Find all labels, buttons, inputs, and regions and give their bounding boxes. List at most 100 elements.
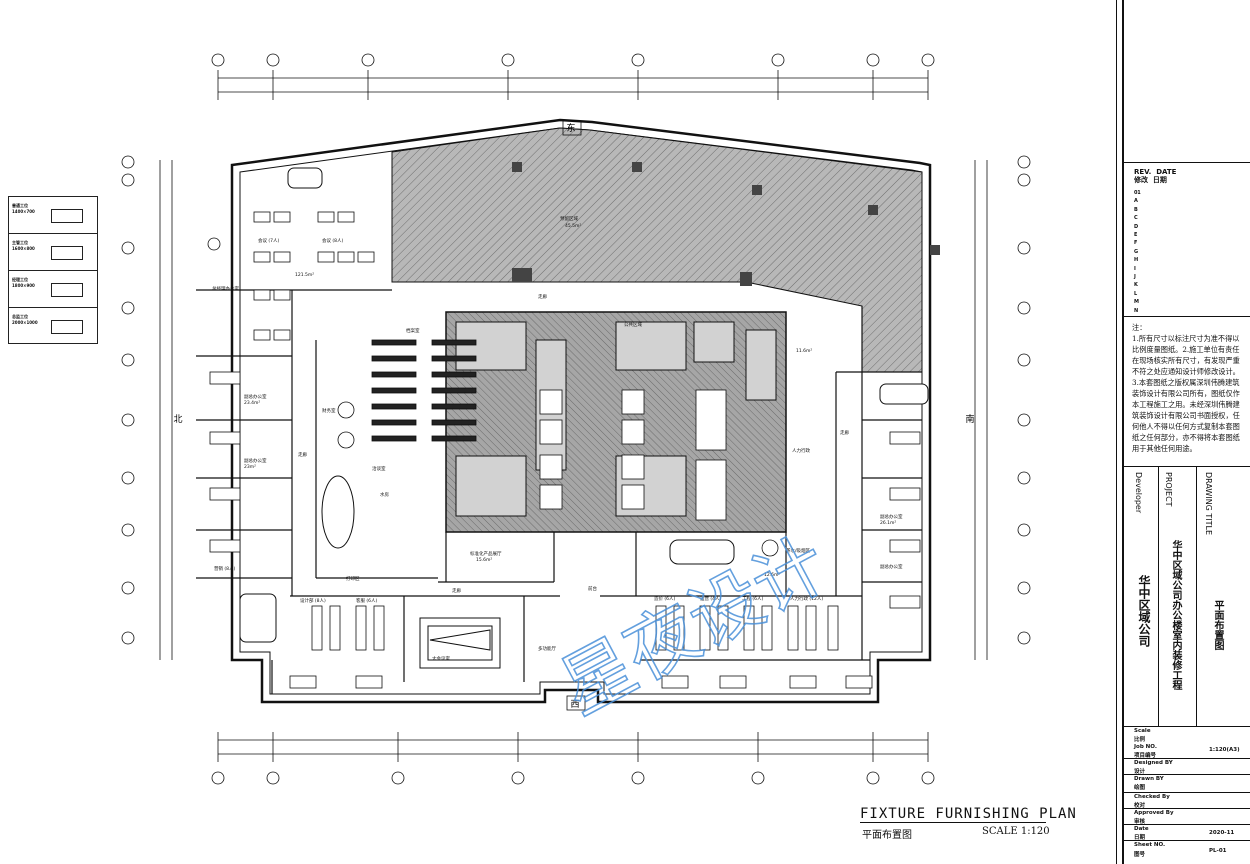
approved-cn: 审核 [1134, 819, 1146, 825]
designed-cn: 设计 [1134, 769, 1146, 775]
desk-icon [51, 283, 83, 297]
revision-row: N [1134, 307, 1138, 314]
revision-row: K [1134, 282, 1138, 289]
revision-row: C [1134, 215, 1138, 222]
desk-icon [51, 209, 83, 223]
sheet-value: PL-01 [1209, 848, 1227, 854]
date-cn: 日期 [1134, 835, 1146, 841]
scale-label: Scale [1134, 728, 1151, 734]
date-label: Date [1134, 826, 1149, 832]
label-engineering: 工程 (6人) [742, 595, 764, 602]
desk-icon [51, 246, 83, 260]
drawn-label: Drawn BY [1134, 776, 1164, 782]
label-showroom: 标准化产品展厅 [470, 550, 502, 557]
legend-item: 经理工位 1800×900 [9, 271, 97, 308]
meeting-table-large [419, 617, 501, 669]
scale-cn: 比例 [1134, 737, 1146, 743]
label-deputy-4: 副总办公室 [880, 563, 903, 570]
label-area-1: 121.5m² [295, 272, 314, 278]
sheet-cn: 图号 [1134, 852, 1146, 858]
partitions [196, 289, 922, 694]
date-value: 2020-11 [1209, 830, 1235, 836]
furniture-legend: 普通工位 1400×700 主管工位 1600×800 经理工位 1800×90… [8, 196, 98, 344]
legend-item: 主管工位 1600×800 [9, 234, 97, 271]
label-general-office: 总经理办公室 [212, 285, 239, 292]
plan-title: FIXTURE FURNISHING PLAN [860, 806, 1077, 822]
label-operations: 运营 (4人) [700, 595, 722, 602]
office-desks [209, 371, 921, 689]
label-deputy-2: 副总办公室 [244, 457, 267, 464]
revision-row: G [1134, 248, 1138, 255]
right-dimensions [974, 160, 988, 660]
dir-south: 南 [965, 413, 974, 425]
label-hr: 人力行政 [792, 447, 810, 454]
job-label: Job NO. [1134, 744, 1157, 750]
legend-label: 经理工位 1800×900 [12, 277, 35, 288]
label-archive: 档案室 [406, 327, 420, 334]
label-design: 设计部 (8人) [300, 597, 326, 604]
label-finance: 财务室 [322, 407, 336, 414]
left-dimensions [159, 160, 173, 660]
drawing-label: DRAWING TITLE [1204, 472, 1213, 536]
legend-label: 主管工位 1600×800 [12, 240, 35, 251]
workstations-bottom [311, 605, 839, 651]
revision-row: J [1134, 274, 1136, 280]
label-deputy-1: 副总办公室 [244, 393, 267, 400]
sheet-border [1116, 0, 1117, 864]
revision-row: 01 [1134, 190, 1141, 196]
label-area-5: 26.1m² [880, 520, 896, 526]
workstations-top-left [253, 211, 375, 341]
building-outline [230, 118, 932, 704]
label-lobby: 多功能厅 [538, 645, 556, 652]
approved-label: Approved By [1134, 810, 1174, 816]
title-rule [860, 822, 1046, 823]
label-market: 营销 (8人) [214, 565, 236, 572]
meeting-table-west [239, 593, 277, 643]
bottom-grid-bubbles [211, 771, 935, 785]
label-area-7: 23m² [244, 464, 256, 470]
archive-shelves [371, 339, 477, 442]
revision-row: F [1134, 240, 1138, 247]
developer-label: Developer [1134, 472, 1143, 514]
revision-row: D [1134, 223, 1138, 230]
legend-item: 普通工位 1400×700 [9, 197, 97, 234]
label-tea-room: 茶水/吸烟区 [786, 547, 811, 554]
sheet-label: Sheet NO. [1134, 842, 1166, 848]
legend-item: 总监工位 2000×1000 [9, 308, 97, 345]
rev-header: REV. DATE 修改 日期 [1134, 168, 1177, 184]
project-name: 华中区域公司办公楼室内装修工程 [1170, 540, 1181, 690]
label-reception: 前台 [588, 585, 597, 592]
revision-row: H [1134, 257, 1138, 264]
notes: 注： 1.所有尺寸以标注尺寸为准不得以比例度量图纸。2.施工单位有责任在现场核实… [1132, 322, 1244, 454]
plan-scale: SCALE 1:120 [982, 826, 1050, 837]
revision-row: A [1134, 198, 1138, 205]
legend-label: 总监工位 2000×1000 [12, 314, 38, 325]
label-meeting-a: 会议 (7人) [258, 237, 280, 244]
notes-text: 1.所有尺寸以标注尺寸为准不得以比例度量图纸。2.施工单位有责任在现场核实所有尺… [1132, 334, 1240, 453]
floor-plan: 东 西 北 南 大会议室 标准化产品展厅 预留区域 45.5m² 走廊 走廊 走… [121, 53, 1031, 785]
meeting-table-left [321, 475, 355, 549]
label-area-3: 23.4m² [244, 400, 260, 406]
label-deputy-3: 副总办公室 [880, 513, 903, 520]
label-service: 客服 (6人) [356, 597, 378, 604]
meeting-table-south [879, 383, 929, 405]
designed-label: Designed BY [1134, 760, 1173, 766]
label-printing: 打印区 [346, 575, 360, 582]
drawing-name: 平面布置图 [1212, 600, 1223, 650]
notes-title: 注： [1132, 323, 1147, 332]
label-area-2: 11.6m² [796, 348, 812, 354]
dir-north: 北 [173, 414, 182, 425]
label-pantry: 水房 [380, 491, 389, 498]
checked-label: Checked By [1134, 794, 1170, 800]
top-grid-bubbles [211, 53, 935, 67]
label-corridor-1: 走廊 [538, 293, 547, 300]
desk-icon [51, 320, 83, 334]
label-shared: 公共区域 [624, 321, 642, 328]
dir-east: 东 [566, 122, 575, 134]
developer-name: 华中区域公司 [1137, 575, 1151, 647]
label-corridor-2: 走廊 [840, 429, 849, 436]
checked-cn: 校对 [1134, 803, 1146, 809]
revision-row: M [1134, 299, 1139, 306]
